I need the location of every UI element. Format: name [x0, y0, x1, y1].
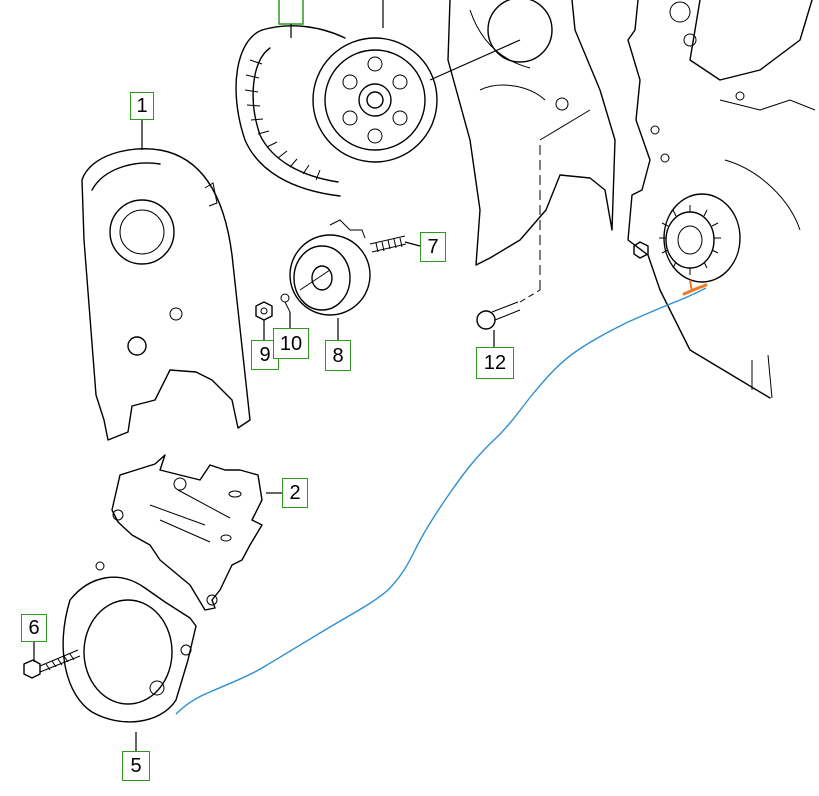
callout-8: 8 — [325, 340, 351, 371]
middle-timing-belt-cover — [111, 454, 263, 611]
lower-timing-belt-cover — [62, 561, 197, 723]
top-partial-callout — [278, 0, 384, 38]
toothed-belt — [235, 25, 346, 197]
engine-block — [627, 0, 816, 399]
callout-7: 7 — [420, 232, 446, 262]
nut-9 — [255, 301, 273, 321]
blue-annotation-line — [175, 287, 707, 715]
tensioner-roller — [289, 219, 371, 316]
callout-10: 10 — [273, 328, 309, 359]
callout-leaders — [33, 120, 495, 752]
callout-1: 1 — [130, 92, 154, 120]
callout-5: 5 — [122, 751, 150, 781]
washer-10 — [280, 293, 291, 313]
rear-timing-cover — [447, 0, 616, 266]
callout-6: 6 — [21, 614, 47, 642]
camshaft-sprocket — [312, 37, 521, 163]
upper-timing-belt-cover — [81, 148, 251, 441]
bolt-12 — [476, 109, 591, 330]
highlight-mark — [682, 279, 708, 296]
crankshaft-sprocket — [633, 193, 741, 283]
stud-bolt-7 — [369, 235, 407, 253]
callout-2: 2 — [282, 478, 308, 508]
bolt-6 — [23, 649, 81, 679]
callout-12: 12 — [476, 347, 514, 379]
